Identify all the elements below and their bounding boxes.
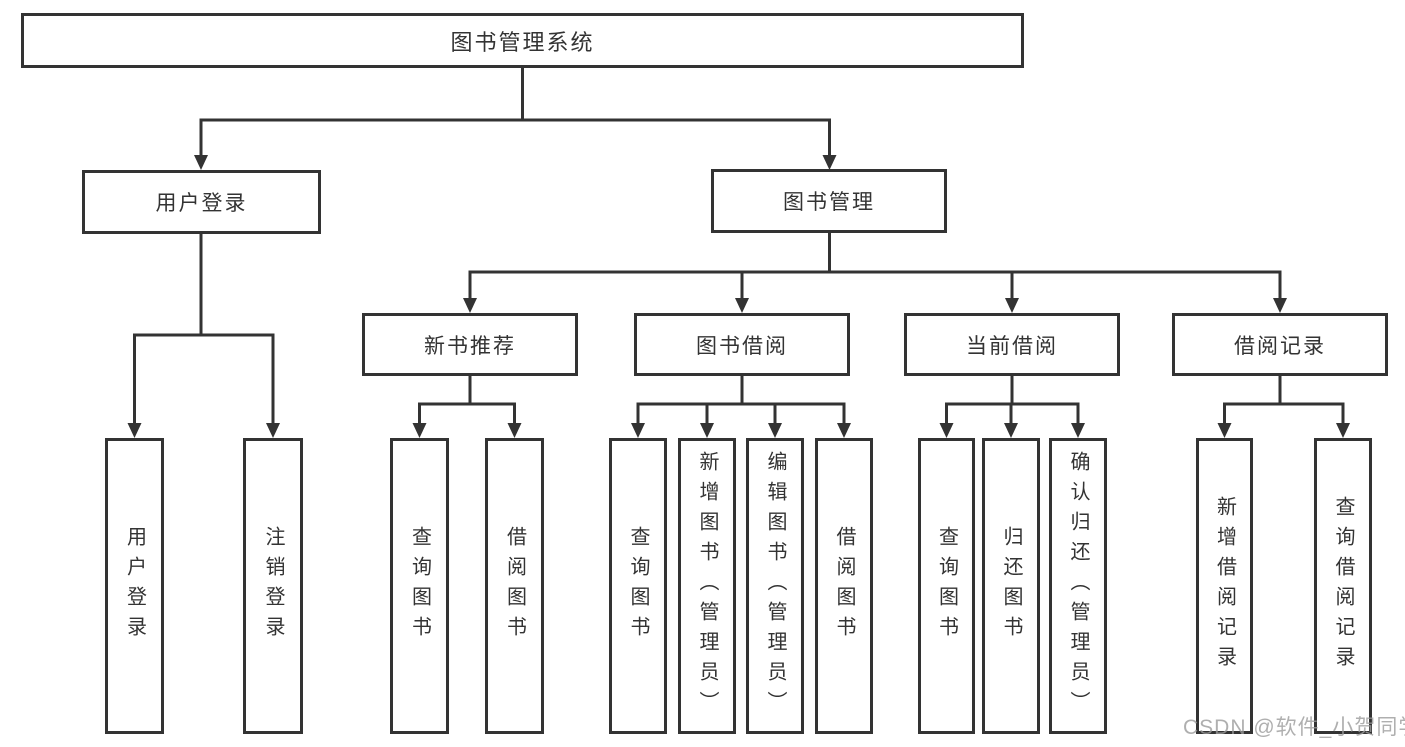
leaf-edit-books-admin: 编辑图书（管理员） [746, 438, 804, 734]
leaf-borrow-books-label: 借阅图书 [833, 526, 855, 646]
csdn-watermark: CSDN @软件_小贺同学 [1183, 716, 1405, 739]
leaf-add-books-admin: 新增图书（管理员） [678, 438, 736, 734]
node-borrow-records: 借阅记录 [1172, 313, 1388, 376]
node-new-book-recommend-label: 新书推荐 [424, 334, 516, 358]
leaf-query-books-current: 查询图书 [918, 438, 975, 734]
node-book-management-label: 图书管理 [783, 191, 875, 214]
leaf-add-books-admin-label: 新增图书（管理员） [696, 451, 718, 721]
node-new-book-recommend: 新书推荐 [362, 313, 578, 376]
leaf-logout-label: 注销登录 [262, 526, 284, 646]
leaf-confirm-return-admin: 确认归还（管理员） [1049, 438, 1107, 734]
leaf-query-books-current-label: 查询图书 [935, 526, 958, 646]
node-user-login: 用户登录 [82, 170, 321, 234]
leaf-logout: 注销登录 [243, 438, 303, 734]
node-root: 图书管理系统 [21, 13, 1024, 68]
leaf-add-borrow-record-label: 新增借阅记录 [1213, 496, 1236, 676]
leaf-user-login: 用户登录 [105, 438, 164, 734]
leaf-query-books-recommend-label: 查询图书 [408, 526, 431, 646]
node-root-label: 图书管理系统 [450, 29, 595, 55]
node-book-management: 图书管理 [711, 169, 947, 233]
leaf-return-books-label: 归还图书 [1000, 526, 1022, 646]
node-borrow-records-label: 借阅记录 [1234, 334, 1326, 358]
leaf-add-borrow-record: 新增借阅记录 [1196, 438, 1253, 734]
node-book-borrow-label: 图书借阅 [696, 334, 788, 358]
node-current-borrow: 当前借阅 [904, 313, 1120, 376]
leaf-borrow-books-recommend-label: 借阅图书 [503, 526, 526, 646]
leaf-confirm-return-admin-label: 确认归还（管理员） [1067, 451, 1089, 721]
leaf-return-books: 归还图书 [982, 438, 1040, 734]
node-book-borrow: 图书借阅 [634, 313, 850, 376]
node-user-login-label: 用户登录 [155, 192, 248, 215]
leaf-query-books-borrow-label: 查询图书 [627, 526, 649, 646]
leaf-query-borrow-record: 查询借阅记录 [1314, 438, 1372, 734]
leaf-borrow-books-recommend: 借阅图书 [485, 438, 544, 734]
leaf-edit-books-admin-label: 编辑图书（管理员） [764, 451, 786, 721]
leaf-user-login-label: 用户登录 [123, 526, 146, 646]
leaf-query-borrow-record-label: 查询借阅记录 [1332, 496, 1354, 676]
leaf-query-books-borrow: 查询图书 [609, 438, 667, 734]
node-current-borrow-label: 当前借阅 [966, 334, 1058, 358]
leaf-query-books-recommend: 查询图书 [390, 438, 449, 734]
leaf-borrow-books: 借阅图书 [815, 438, 873, 734]
